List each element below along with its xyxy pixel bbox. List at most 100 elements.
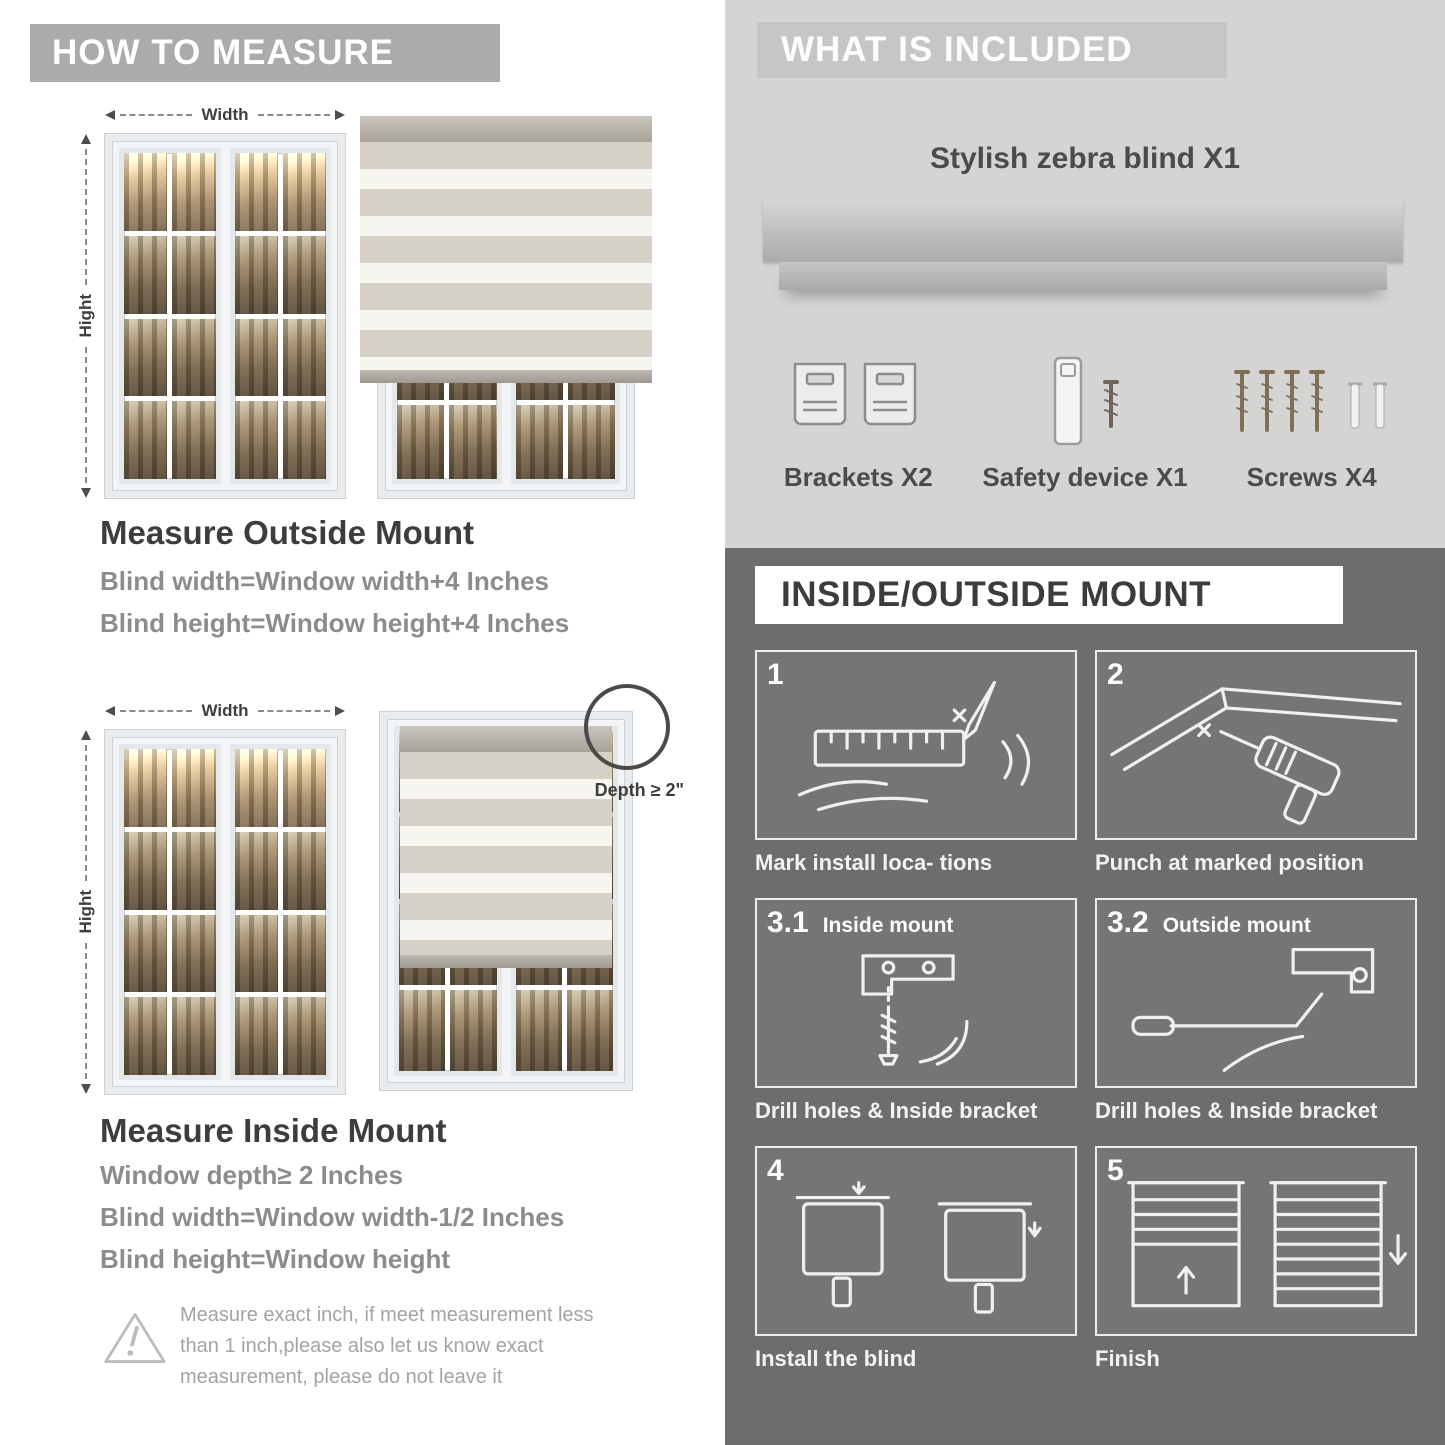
step-number: 3.1 [767,906,809,939]
window-illustration [105,730,345,1094]
step-number: 2 [1107,658,1124,691]
inside-height-formula: Blind height=Window height [100,1244,450,1274]
blind-bottomrail [360,370,652,384]
arrow-left-icon [105,706,115,716]
install-blind-illustration [795,1181,1042,1314]
included-item-screws: Screws X4 [1198,330,1425,493]
step-5: 5 [1095,1146,1417,1374]
mount-title: INSIDE/OUTSIDE MOUNT [755,566,1343,624]
outside-mount-blind-figure [360,116,652,498]
arrow-right-icon [335,706,345,716]
step-inner-label: Outside mount [1162,914,1311,937]
height-label: Hight [76,890,95,934]
outside-height-formula: Blind height=Window height+4 Inches [100,608,570,638]
arrow-down-icon [81,488,91,498]
step-caption: Mark install loca- tions [755,850,993,875]
step-number: 4 [767,1154,784,1187]
measure-mark-illustration [797,680,1030,812]
step-number: 5 [1107,1154,1124,1187]
width-measure-arrow: Width [105,104,345,126]
step-number: 3.2 [1107,906,1149,939]
height-measure-arrow: Hight [75,134,97,498]
step-number: 1 [767,658,784,691]
step-caption: Finish [1095,1346,1160,1371]
step-4: 4 [755,1146,1077,1374]
outside-mount-window-figure: Width Hight [75,104,345,498]
step-2-box: 2 [1095,650,1417,840]
width-measure-arrow: Width [105,700,345,722]
inside-width-formula: Blind width=Window width-1/2 Inches [100,1202,565,1232]
what-is-included-panel: WHAT IS INCLUDED Stylish zebra blind X1 [725,0,1445,548]
arrow-up-icon [81,730,91,740]
arrow-right-icon [335,110,345,120]
inside-depth-rule: Window depth≥ 2 Inches [100,1160,403,1190]
brackets-icon [783,330,933,452]
depth-callout-circle [584,684,670,770]
mount-steps-grid: 1 Mark i [755,650,1417,1394]
brackets-label: Brackets X2 [783,462,933,492]
depth-label: Depth ≥ 2" [594,780,684,800]
step-3-1: 3.1 Inside mount [755,898,1077,1126]
step-inner-label: Inside mount [822,914,954,937]
dashed-line [85,942,87,1079]
dashed-line [85,149,87,286]
blind-bottomrail [400,954,612,968]
width-label: Width [201,701,249,720]
step-1: 1 Mark i [755,650,1077,878]
width-label: Width [201,105,249,124]
step-3-1-box: 3.1 Inside mount [755,898,1077,1088]
height-label: Hight [76,294,95,338]
arrow-left-icon [105,110,115,120]
step-caption: Drill holes & Inside bracket [1095,1098,1378,1123]
zebra-blind-illustration [400,726,612,968]
headrail-top-bar [763,200,1403,262]
inside-bracket-illustration [861,954,969,1066]
inside-mount-heading: Measure Inside Mount [100,1112,447,1149]
safety-device-label: Safety device X1 [982,462,1188,492]
drill-punch-illustration [1110,687,1402,825]
included-item-brackets: Brackets X2 [745,330,972,493]
blind-stripes [360,142,652,371]
inside-mount-blind-figure: Depth ≥ 2" [380,684,684,1090]
outside-bracket-illustration [1131,947,1375,1072]
height-measure-arrow: Hight [75,730,97,1094]
dashed-line [257,114,330,116]
dashed-line [85,745,87,882]
arrow-up-icon [81,134,91,144]
dashed-line [120,114,193,116]
safety-device-icon [1025,330,1145,452]
blind-headrail-graphic [763,200,1403,290]
step-5-box: 5 [1095,1146,1417,1336]
step-2: 2 [1095,650,1417,878]
how-to-measure-banner: HOW TO MEASURE [30,24,500,82]
inside-mount-window-figure: Width Hight [75,700,345,1094]
zebra-blind-illustration [360,116,652,384]
step-caption: Install the blind [755,1346,917,1371]
step-4-box: 4 [755,1146,1077,1336]
included-items-row: Brackets X2 Safety device X1 [745,330,1425,493]
window-illustration [105,134,345,498]
window-sash [229,744,331,1080]
step-3-2: 3.2 Outside mount [1095,898,1417,1126]
measurement-note: Measure exact inch, if meet measurement … [180,1304,594,1388]
finish-illustration [1127,1181,1408,1308]
step-caption: Drill holes & Inside bracket [755,1098,1038,1123]
what-is-included-banner: WHAT IS INCLUDED [757,22,1227,78]
window-sash [119,744,221,1080]
product-title: Stylish zebra blind X1 [929,142,1241,175]
included-item-safety-device: Safety device X1 [972,330,1199,493]
warning-triangle-icon [102,1308,168,1373]
blind-headrail [400,726,612,752]
step-3-2-box: 3.2 Outside mount [1095,898,1417,1088]
dashed-line [120,710,193,712]
window-sash [119,148,221,484]
headrail-bottom-bar [779,262,1387,290]
arrow-down-icon [81,1084,91,1094]
outside-width-formula: Blind width=Window width+4 Inches [100,566,549,596]
step-1-box: 1 [755,650,1077,840]
blind-headrail [360,116,652,142]
dashed-line [257,710,330,712]
window-sash [229,148,331,484]
outside-mount-heading: Measure Outside Mount [100,514,475,551]
